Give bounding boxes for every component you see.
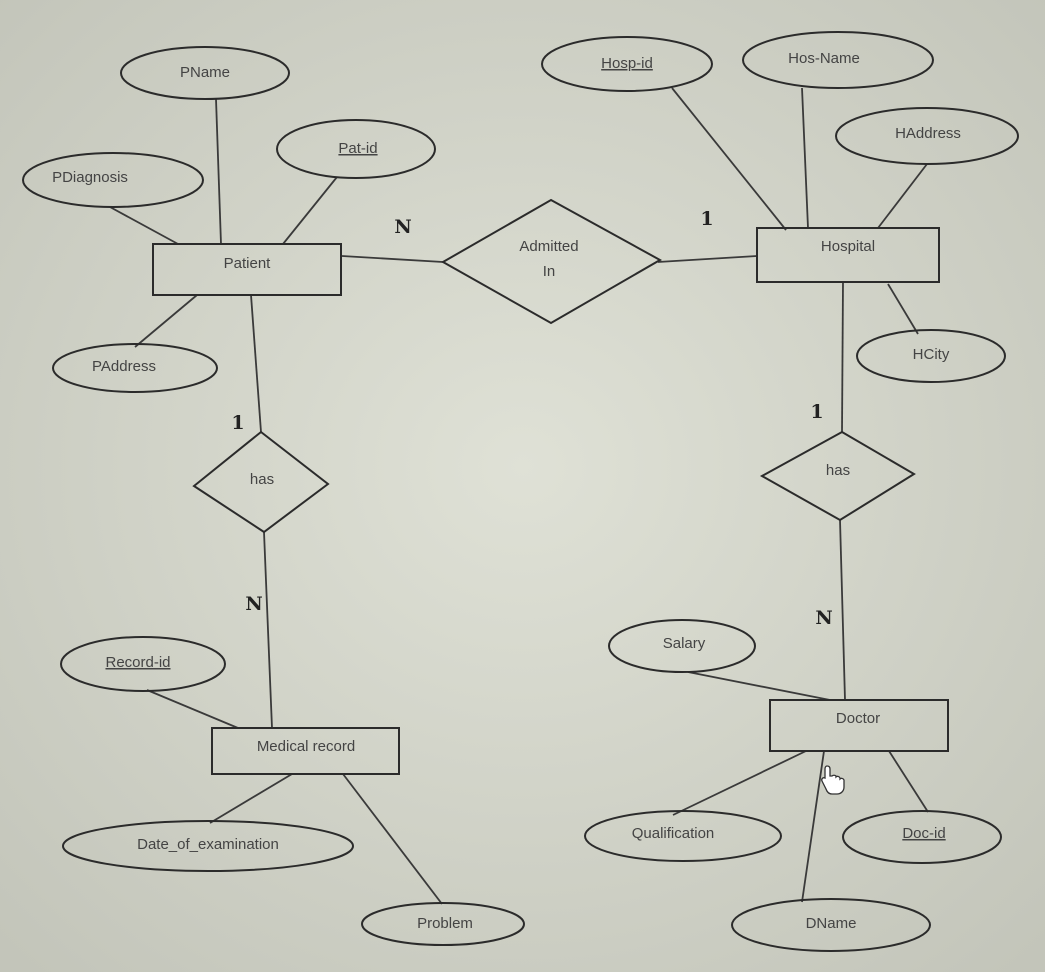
attribute-pat-id-label: Pat-id <box>338 140 377 157</box>
entity-medical-record-label: Medical record <box>257 738 355 755</box>
attribute-record-id[interactable]: Record-id <box>60 636 226 692</box>
cardinality-patient-has: 1 <box>231 412 244 434</box>
attribute-pdiagnosis[interactable]: PDiagnosis <box>22 152 204 208</box>
entity-doctor[interactable]: Doctor <box>769 699 949 752</box>
attribute-pname[interactable]: PName <box>120 46 290 100</box>
attribute-date-of-examination[interactable]: Date_of_examination <box>62 820 354 872</box>
connector-lines <box>109 87 929 905</box>
attribute-hcity[interactable]: HCity <box>856 329 1006 383</box>
attribute-dname[interactable]: DName <box>731 898 931 952</box>
attribute-paddress-label: PAddress <box>92 358 156 375</box>
attribute-pdiagnosis-label: PDiagnosis <box>52 169 128 186</box>
relationship-patient-has[interactable]: has <box>192 430 330 534</box>
entity-patient[interactable]: Patient <box>152 243 342 296</box>
cardinality-hospital-has: 1 <box>810 401 823 423</box>
attribute-dname-label: DName <box>806 915 857 932</box>
entity-hospital-label: Hospital <box>821 238 875 255</box>
attribute-record-id-label: Record-id <box>105 654 170 671</box>
attribute-problem[interactable]: Problem <box>361 902 525 946</box>
entity-hospital[interactable]: Hospital <box>756 227 940 283</box>
attribute-haddress[interactable]: HAddress <box>835 107 1019 165</box>
relationship-hospital-has-label: has <box>826 462 850 479</box>
attribute-paddress[interactable]: PAddress <box>52 343 218 393</box>
relationship-patient-has-label: has <box>250 471 274 488</box>
attribute-salary[interactable]: Salary <box>608 619 756 673</box>
relationship-in-label: In <box>543 263 556 280</box>
cardinality-record-has: N <box>245 593 262 615</box>
cardinality-doctor-has: N <box>815 607 832 629</box>
hand-cursor-icon <box>821 765 845 795</box>
attribute-hosp-id[interactable]: Hosp-id <box>541 36 713 92</box>
entity-doctor-label: Doctor <box>836 710 880 727</box>
relationship-admitted-label: Admitted <box>519 238 578 255</box>
attribute-qualification[interactable]: Qualification <box>584 810 782 862</box>
attribute-doc-id-label: Doc-id <box>902 825 945 842</box>
attribute-hos-name-label: Hos-Name <box>788 50 860 67</box>
attribute-problem-label: Problem <box>417 915 473 932</box>
attribute-hcity-label: HCity <box>913 346 950 363</box>
entity-medical-record[interactable]: Medical record <box>211 727 400 775</box>
attribute-pat-id[interactable]: Pat-id <box>276 119 436 179</box>
attribute-doc-id[interactable]: Doc-id <box>842 810 1002 864</box>
attribute-date-of-examination-label: Date_of_examination <box>137 836 279 853</box>
attribute-pname-label: PName <box>180 64 230 81</box>
attribute-hosp-id-label: Hosp-id <box>601 55 653 72</box>
attribute-haddress-label: HAddress <box>895 125 961 142</box>
entity-patient-label: Patient <box>224 255 272 272</box>
cardinality-hospital-admitted: 1 <box>700 208 713 230</box>
relationship-admitted-in[interactable]: Admitted In <box>440 198 663 325</box>
attribute-qualification-label: Qualification <box>632 825 715 842</box>
cardinality-patient-admitted: N <box>394 216 411 238</box>
attribute-salary-label: Salary <box>663 635 706 652</box>
attribute-hos-name[interactable]: Hos-Name <box>742 31 934 89</box>
relationship-hospital-has[interactable]: has <box>759 430 916 522</box>
